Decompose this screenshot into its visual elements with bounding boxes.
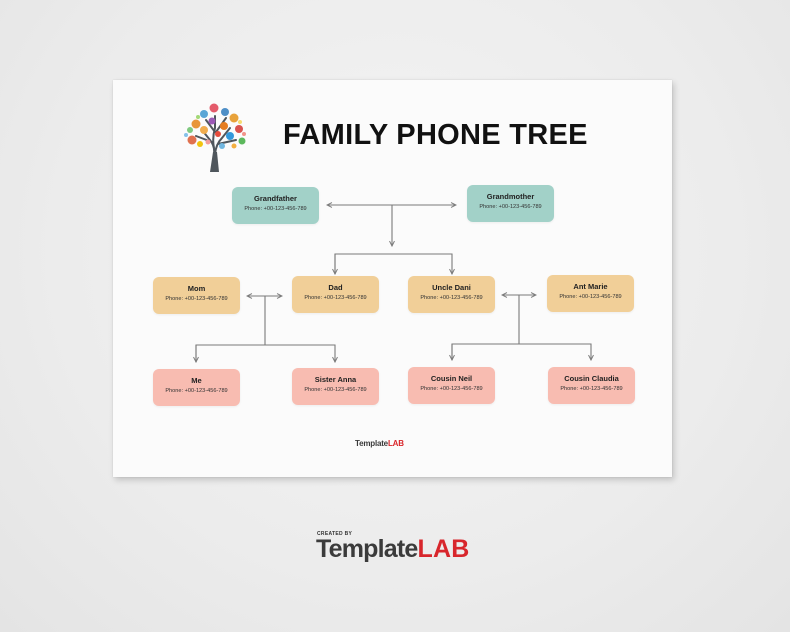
person-phone: Phone: +00-123-456-789 bbox=[479, 204, 542, 210]
person-phone: Phone: +00-123-456-789 bbox=[165, 388, 228, 394]
person-name: Sister Anna bbox=[314, 375, 357, 384]
person-name: Uncle Dani bbox=[432, 283, 471, 292]
grandmother-card: Grandmother Phone: +00-123-456-789 bbox=[467, 185, 554, 222]
person-phone: Phone: +00-123-456-789 bbox=[420, 386, 483, 392]
person-phone: Phone: +00-123-456-789 bbox=[420, 295, 483, 301]
ant-marie-card: Ant Marie Phone: +00-123-456-789 bbox=[547, 275, 634, 312]
document-page: FAMILY PHONE TREE Grandf bbox=[113, 80, 672, 477]
brand-logo: CREATED BY TemplateLAB bbox=[316, 531, 469, 562]
person-phone: Phone: +00-123-456-789 bbox=[244, 206, 307, 212]
logo-part-template: Template bbox=[355, 439, 388, 448]
person-name: Cousin Claudia bbox=[564, 374, 619, 383]
uncle-dani-card: Uncle Dani Phone: +00-123-456-789 bbox=[408, 276, 495, 313]
person-name: Me bbox=[191, 376, 202, 385]
person-name: Grandmother bbox=[486, 192, 535, 201]
grandfather-card: Grandfather Phone: +00-123-456-789 bbox=[232, 187, 319, 224]
logo-part-lab: LAB bbox=[387, 439, 404, 448]
paper-footer-logo: TemplateLAB bbox=[355, 439, 404, 448]
person-phone: Phone: +00-123-456-789 bbox=[560, 386, 623, 392]
person-name: Mom bbox=[187, 284, 206, 293]
person-phone: Phone: +00-123-456-789 bbox=[304, 295, 367, 301]
created-by-label: CREATED BY bbox=[317, 531, 353, 537]
page-title: FAMILY PHONE TREE bbox=[283, 119, 588, 151]
brand-part-lab: LAB bbox=[417, 535, 470, 563]
person-phone: Phone: +00-123-456-789 bbox=[304, 387, 367, 393]
person-name: Cousin Neil bbox=[430, 374, 473, 383]
person-name: Grandfather bbox=[254, 194, 297, 203]
family-tree-icon bbox=[184, 103, 246, 172]
person-phone: Phone: +00-123-456-789 bbox=[559, 294, 622, 300]
sister-anna-card: Sister Anna Phone: +00-123-456-789 bbox=[292, 368, 379, 405]
me-card: Me Phone: +00-123-456-789 bbox=[153, 369, 240, 406]
person-name: Ant Marie bbox=[573, 282, 608, 291]
cousin-claudia-card: Cousin Claudia Phone: +00-123-456-789 bbox=[548, 367, 635, 404]
dad-card: Dad Phone: +00-123-456-789 bbox=[292, 276, 379, 313]
person-name: Dad bbox=[328, 283, 343, 292]
cousin-neil-card: Cousin Neil Phone: +00-123-456-789 bbox=[408, 367, 495, 404]
mom-card: Mom Phone: +00-123-456-789 bbox=[153, 277, 240, 314]
brand-part-template: Template bbox=[316, 535, 418, 563]
brand-wordmark: TemplateLAB bbox=[316, 536, 469, 562]
person-phone: Phone: +00-123-456-789 bbox=[165, 296, 228, 302]
